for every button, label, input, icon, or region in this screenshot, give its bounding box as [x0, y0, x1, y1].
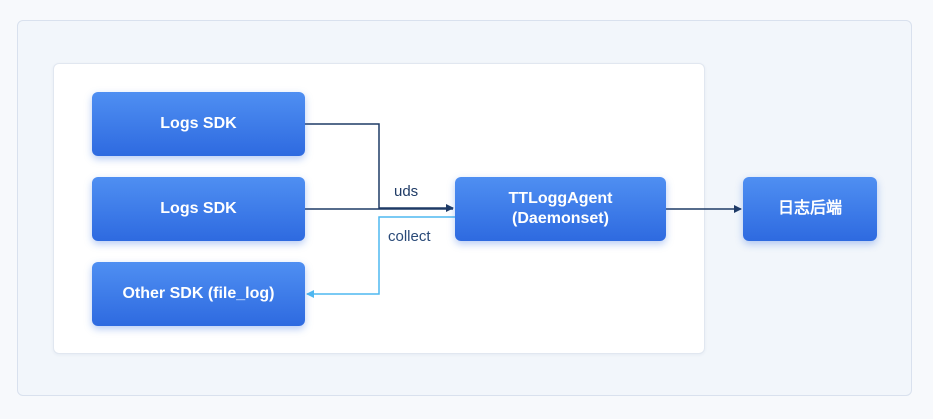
node-log-backend: 日志后端	[743, 177, 877, 241]
node-ttlogg-agent: TTLoggAgent (Daemonset)	[455, 177, 666, 241]
edge-label-uds: uds	[394, 183, 419, 200]
edge-label-collect: collect	[388, 228, 431, 245]
node-logs-sdk-2: Logs SDK	[92, 177, 305, 241]
node-logs-sdk-1: Logs SDK	[92, 92, 305, 156]
node-other-sdk: Other SDK (file_log)	[92, 262, 305, 326]
